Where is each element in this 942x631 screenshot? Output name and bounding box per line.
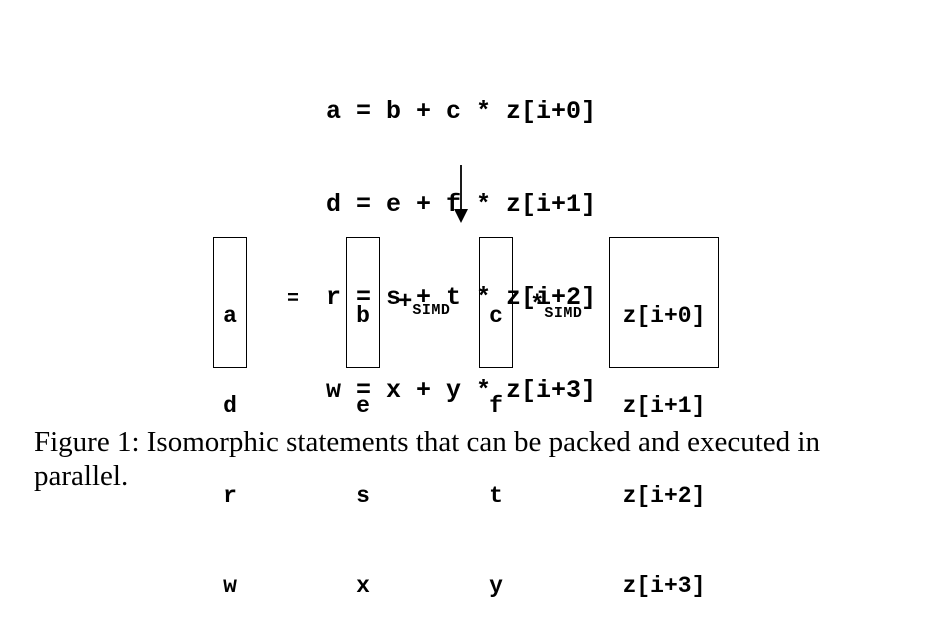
statement-line: a = b + c * z[i+0]: [326, 97, 597, 126]
vector-element: s: [356, 483, 370, 509]
vector-element: f: [489, 393, 503, 419]
vector-element: a: [223, 303, 237, 329]
vector-element: y: [489, 573, 503, 599]
vector-element: r: [223, 483, 237, 509]
statement-line: d = e + f * z[i+1]: [326, 190, 597, 219]
equals-operator: =: [287, 288, 299, 311]
statement-line: w = x + y * z[i+3]: [326, 376, 597, 405]
vector-element: z[i+1]: [622, 393, 706, 419]
vector-element: z[i+3]: [622, 573, 706, 599]
vector-c: c f t y: [479, 237, 513, 599]
plus-symbol: +: [398, 289, 413, 316]
vector-element: z[i+2]: [622, 483, 706, 509]
vector-element: b: [356, 303, 370, 329]
vector-a: a d r w: [213, 237, 247, 599]
simd-times-operator: *SIMD: [530, 292, 583, 322]
vector-element: e: [356, 393, 370, 419]
times-symbol: *: [530, 292, 545, 319]
vector-element: w: [223, 573, 237, 599]
vector-element: x: [356, 573, 370, 599]
vector-element: t: [489, 483, 503, 509]
scalar-statements: a = b + c * z[i+0] d = e + f * z[i+1] r …: [326, 34, 596, 437]
simd-subscript: SIMD: [412, 302, 451, 319]
vector-b: b e s x: [346, 237, 380, 599]
vector-element: c: [489, 303, 503, 329]
vector-element: d: [223, 393, 237, 419]
down-arrow-icon: [454, 165, 468, 223]
statement-line: r = s + t * z[i+2]: [326, 283, 597, 312]
vector-element: z[i+0]: [622, 303, 706, 329]
vector-z: z[i+0] z[i+1] z[i+2] z[i+3]: [609, 237, 719, 599]
figure-caption: Figure 1: Isomorphic statements that can…: [34, 426, 820, 492]
simd-subscript: SIMD: [544, 305, 583, 322]
equals-symbol: =: [287, 288, 300, 311]
simd-plus-operator: +SIMD: [398, 289, 451, 319]
